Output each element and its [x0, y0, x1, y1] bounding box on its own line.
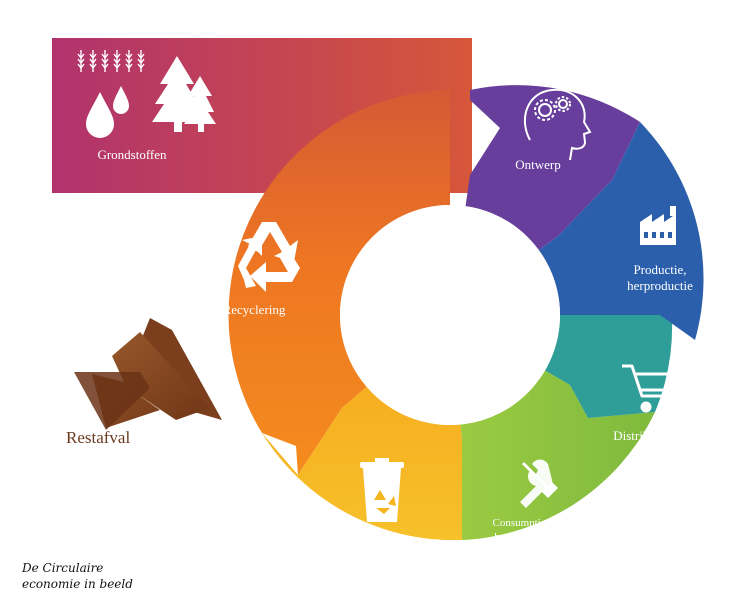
label-recyclering: Recyclering: [222, 302, 286, 317]
water-drops-icon: [86, 86, 129, 138]
recycle-icon: [238, 222, 300, 292]
label-consumptie: Consumptie, gebruik, hergebruik, reparat…: [470, 517, 610, 545]
factory-icon: [640, 206, 676, 245]
caption-line2: economie in beeld: [22, 577, 133, 592]
label-productie-line1: Productie,: [633, 262, 687, 277]
center-hole: [340, 205, 560, 425]
label-consumptie-line1: Consumptie, gebruik,: [492, 517, 588, 529]
label-productie-line2: herproductie: [627, 278, 693, 294]
recyclering-segment: [228, 90, 450, 475]
label-restafval: Restafval: [66, 428, 131, 447]
restafval-arrow: [74, 318, 222, 430]
tools-icon: [518, 459, 558, 508]
label-productie: Productie, herproductie: [610, 262, 710, 295]
label-grondstoffen: Grondstoffen: [97, 147, 167, 162]
recycle-bin-icon: [360, 458, 404, 522]
caption: De Circulaire economie in beeld: [22, 560, 133, 592]
label-verzameling: Verzameling: [349, 534, 415, 549]
label-ontwerp: Ontwerp: [515, 157, 561, 172]
shopping-cart-icon: [622, 364, 684, 413]
head-gears-icon: [524, 88, 592, 161]
label-consumptie-line2: hergebruik, reparatie: [494, 530, 586, 543]
label-distributie: Distributie: [613, 428, 669, 443]
trees-icon: [152, 56, 216, 132]
wheat-icon: [77, 50, 145, 72]
caption-line1: De Circulaire: [22, 561, 104, 575]
